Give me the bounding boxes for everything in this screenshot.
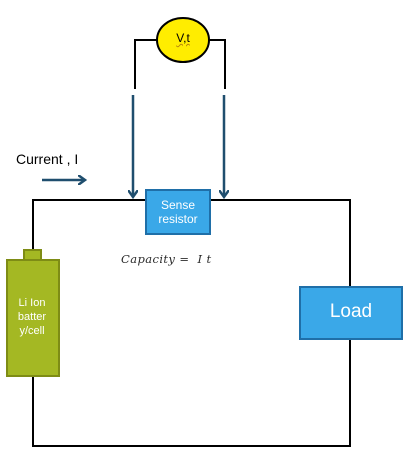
sense-resistor-label: Sense resistor — [146, 198, 210, 226]
battery-label-line: Li Ion — [18, 297, 46, 309]
sense-resistor-label-line: Sense — [160, 198, 196, 212]
sense-resistor-label-line: resistor — [158, 212, 198, 226]
meter-lead-right — [208, 39, 226, 89]
sense-resistor-box — [145, 189, 211, 235]
capacity-formula: Capacity = I t — [121, 252, 212, 266]
battery-label: Li Ion batter y/cell — [8, 296, 56, 338]
current-label: Current , I — [16, 151, 79, 167]
meter-lead-left — [134, 39, 157, 89]
battery-body — [6, 259, 60, 377]
battery-label-line: y/cell — [19, 325, 45, 337]
load-label: Load — [329, 301, 373, 322]
battery-label-line: batter — [17, 311, 47, 323]
voltmeter-label: V,t — [176, 31, 190, 45]
voltmeter-circle — [156, 17, 210, 63]
load-box — [299, 286, 403, 340]
